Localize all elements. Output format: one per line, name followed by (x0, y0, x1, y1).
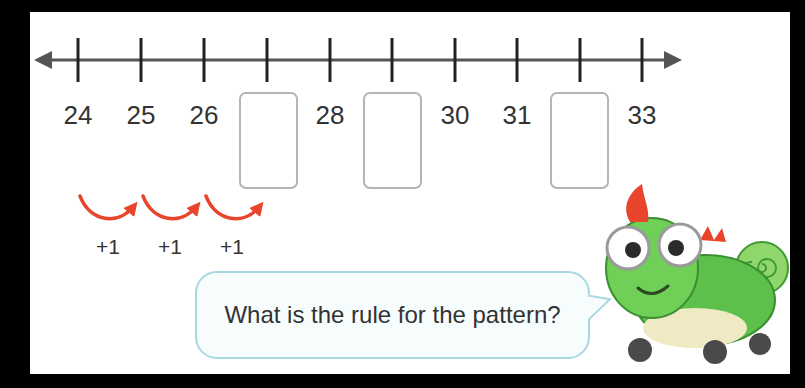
answer-box (364, 93, 421, 188)
answer-box (551, 93, 608, 188)
mouth (638, 286, 668, 294)
tick (579, 38, 582, 82)
answer-boxes (240, 93, 608, 188)
tick (391, 38, 394, 82)
tick (516, 38, 519, 82)
tick-number: 25 (127, 102, 156, 128)
back-crest (700, 226, 726, 242)
speech-text: What is the rule for the pattern? (224, 301, 560, 330)
step-label: +1 (158, 236, 182, 257)
jump-arrow (143, 196, 197, 219)
step-label: +1 (220, 236, 244, 257)
eye (607, 227, 649, 269)
speech-bubble: What is the rule for the pattern? (195, 271, 590, 359)
arrow-head (664, 51, 682, 69)
tick (140, 38, 143, 82)
tick-number: 31 (503, 102, 532, 128)
tick-number: 33 (628, 102, 657, 128)
tick (266, 38, 269, 82)
answer-box (240, 93, 297, 188)
tick-number: 28 (316, 102, 345, 128)
tick (641, 38, 644, 82)
tick-number: 30 (441, 102, 470, 128)
arrow-head (34, 51, 52, 69)
ticks (78, 38, 642, 82)
jump-arrow (80, 196, 134, 219)
wheel (628, 338, 652, 362)
tick (77, 38, 80, 82)
tick (203, 38, 206, 82)
eye (659, 224, 701, 266)
pupil (668, 240, 684, 256)
jump-arrows (80, 196, 260, 219)
tick-number: 24 (64, 102, 93, 128)
step-label: +1 (96, 236, 120, 257)
white-panel (30, 12, 790, 374)
tick (454, 38, 457, 82)
tick (329, 38, 332, 82)
wheel (703, 340, 727, 364)
chameleon-robot (606, 184, 788, 364)
wheel (749, 333, 771, 355)
tick-number: 26 (190, 102, 219, 128)
bubble-shape (196, 272, 610, 358)
head-crest (626, 184, 648, 222)
jump-arrow (206, 196, 260, 219)
pupil (625, 242, 641, 258)
